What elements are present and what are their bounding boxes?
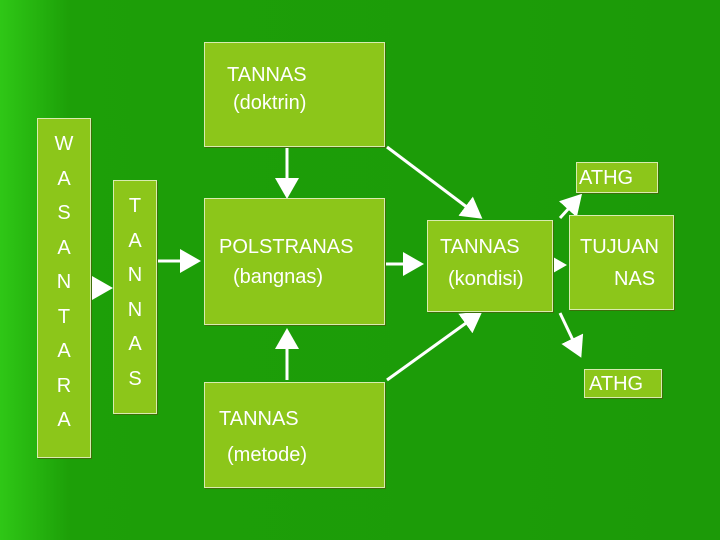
wawantara-letter: S [57, 202, 71, 224]
polstranas-line1: POLSTRANAS [219, 236, 354, 258]
tannas-letter: S [128, 367, 142, 390]
tannas-kondisi-box: TANNAS (kondisi) [427, 220, 553, 312]
wawantara-letter: R [56, 374, 72, 397]
tannas-metode-box: TANNAS (metode) [204, 382, 385, 488]
kondisi-line1: TANNAS [440, 236, 520, 258]
tannas-doktrin-box: TANNAS (doktrin) [204, 42, 385, 147]
polstranas-box: POLSTRANAS (bangnas) [204, 198, 385, 325]
tannas-vertical-box: T A N N A S [113, 180, 157, 414]
doktrin-line1: TANNAS [227, 64, 307, 86]
polstranas-line2: (bangnas) [233, 266, 324, 288]
wawantara-letter: W [54, 133, 74, 155]
metode-line2: (metode) [227, 444, 308, 466]
metode-line1: TANNAS [219, 408, 299, 430]
arrow-doktrin-to-kondisi [386, 145, 483, 219]
wawantara-letter: T [57, 305, 71, 328]
tujuan-line1: TUJUAN [580, 236, 659, 258]
tannas-letter: A [128, 333, 142, 355]
wawantara-letter: A [57, 340, 71, 362]
wawantara-letter: A [57, 236, 71, 259]
arrow-to-athg-bottom [558, 312, 584, 358]
wawantara-letter: A [57, 409, 71, 431]
tannas-letter: A [128, 229, 142, 252]
tannas-letter: N [127, 264, 143, 286]
wawantara-box: W A S A N T A R A [37, 118, 91, 458]
tannas-letter: T [128, 195, 142, 217]
doktrin-line2: (doktrin) [233, 92, 307, 114]
athg-bottom-label: ATHG [584, 369, 662, 398]
athg-top-label: ATHG [576, 162, 658, 193]
tujuan-line2: NAS [614, 268, 656, 290]
wawantara-letter: N [56, 271, 72, 293]
arrow-metode-to-kondisi [386, 311, 483, 382]
wawantara-letter: A [57, 167, 71, 190]
kondisi-line2: (kondisi) [448, 268, 524, 290]
tujuan-nas-box: TUJUAN NAS [569, 215, 674, 310]
arrow-to-athg-top [558, 193, 583, 220]
tannas-letter: N [127, 298, 143, 321]
